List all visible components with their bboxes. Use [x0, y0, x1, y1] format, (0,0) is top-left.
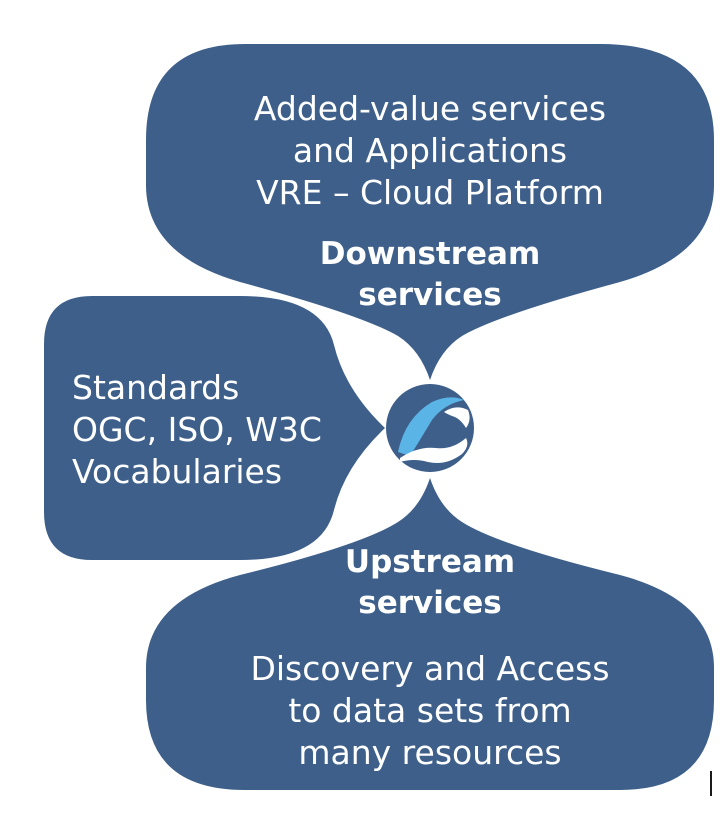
upstream-services-bubble — [146, 478, 714, 790]
text-cursor-mark — [710, 771, 712, 796]
upstream-title: Upstream services — [150, 542, 710, 624]
downstream-description-line: and Applications — [292, 131, 568, 170]
wave-top-white-icon — [444, 407, 470, 428]
upstream-description-line: Discovery and Access — [250, 649, 610, 688]
downstream-description: Added-value services and Applications VR… — [150, 88, 710, 214]
downstream-services-bubble — [146, 44, 714, 380]
standards-bubble — [44, 296, 385, 560]
upstream-title-line: Upstream — [344, 544, 516, 580]
wave-white-icon — [400, 438, 468, 463]
standards-description: Standards OGC, ISO, W3C Vocabularies — [72, 367, 372, 493]
upstream-title-line: services — [358, 585, 502, 621]
downstream-description-line: Added-value services — [253, 89, 607, 128]
standards-description-line: OGC, ISO, W3C — [72, 410, 322, 449]
downstream-title-line: Downstream — [319, 236, 541, 272]
downstream-title-line: services — [358, 277, 502, 313]
upstream-description-line: to data sets from — [288, 691, 572, 730]
upstream-description: Discovery and Access to data sets from m… — [150, 648, 710, 774]
standards-description-line: Vocabularies — [72, 452, 283, 491]
downstream-title: Downstream services — [150, 234, 710, 316]
downstream-description-line: VRE – Cloud Platform — [256, 173, 604, 212]
upstream-description-line: many resources — [298, 733, 562, 772]
wave-logo-icon — [398, 397, 464, 456]
center-logo — [386, 384, 474, 472]
standards-description-line: Standards — [72, 368, 240, 407]
